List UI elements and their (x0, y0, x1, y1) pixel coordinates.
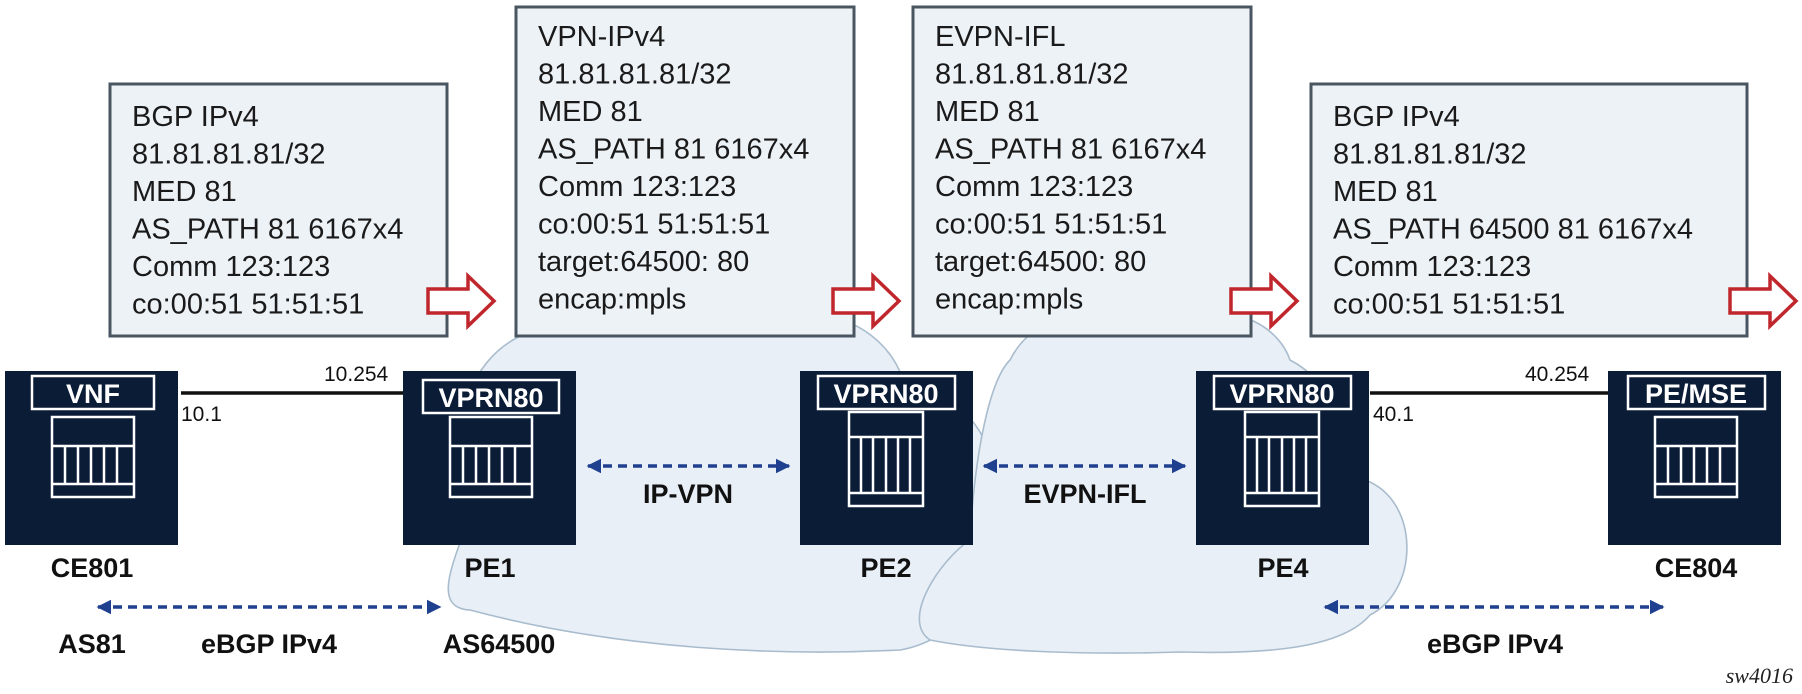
protocol-label-ebgp-right: eBGP IPv4 (1427, 629, 1563, 659)
attribute-box-pe1 (514, 5, 856, 338)
router-tag (421, 378, 561, 415)
node-name-pe4: PE4 (1257, 553, 1308, 583)
router-pe1: VPRN80 (403, 371, 576, 545)
router-tag (816, 374, 957, 411)
attribute-box-pe4 (1309, 82, 1749, 338)
address-pe4-side: 40.1 (1373, 403, 1414, 426)
router-icon (847, 410, 925, 508)
router-tag (30, 374, 156, 411)
router-icon (1653, 415, 1739, 499)
router-tag-text: VPRN80 (1229, 379, 1334, 409)
router-tag-text: PE/MSE (1645, 379, 1747, 409)
address-ce801-side: 10.1 (181, 403, 222, 426)
protocol-label-ip-vpn: IP-VPN (643, 479, 733, 509)
attribute-box-pe2-text: EVPN-IFL 81.81.81.81/32 MED 81 AS_PATH 8… (935, 21, 1214, 316)
advertisement-arrow-icon (831, 271, 902, 331)
node-name-ce801: CE801 (51, 553, 134, 583)
router-tag-text: VNF (66, 379, 120, 409)
attribute-box-ce801 (108, 82, 449, 338)
as-label-left: AS81 (58, 629, 126, 659)
node-name-pe1: PE1 (464, 553, 515, 583)
node-name-ce804: CE804 (1655, 553, 1738, 583)
attribute-box-pe4-text: BGP IPv4 81.81.81.81/32 MED 81 AS_PATH 6… (1333, 101, 1701, 321)
router-tag (1212, 374, 1353, 411)
router-ce804: PE/MSE (1608, 371, 1781, 545)
attribute-box-pe1-text: VPN-IPv4 81.81.81.81/32 MED 81 AS_PATH 8… (538, 21, 817, 316)
figure-id: sw4016 (1726, 663, 1793, 688)
as-label-right: AS64500 (443, 629, 556, 659)
router-pe4: VPRN80 (1196, 371, 1369, 545)
router-icon (50, 415, 136, 499)
protocol-label-evpn-ifl: EVPN-IFL (1023, 479, 1146, 509)
node-name-pe2: PE2 (860, 553, 911, 583)
protocol-label-ebgp-left: eBGP IPv4 (201, 629, 337, 659)
advertisement-arrow-icon (1728, 271, 1799, 331)
router-pe2: VPRN80 (800, 371, 973, 545)
attribute-box-pe2 (911, 5, 1253, 338)
advertisement-arrow-icon (1229, 271, 1300, 331)
router-tag-text: VPRN80 (833, 379, 938, 409)
attribute-box-ce801-text: BGP IPv4 81.81.81.81/32 MED 81 AS_PATH 8… (132, 101, 411, 321)
router-ce801: VNF (5, 371, 178, 545)
router-tag-text: VPRN80 (438, 383, 543, 413)
router-tag (1626, 374, 1767, 411)
router-icon (1243, 410, 1321, 508)
advertisement-arrow-icon (426, 271, 497, 331)
address-pe1-side: 10.254 (324, 363, 389, 386)
router-icon (448, 415, 534, 499)
address-ce804-side: 40.254 (1525, 363, 1590, 386)
